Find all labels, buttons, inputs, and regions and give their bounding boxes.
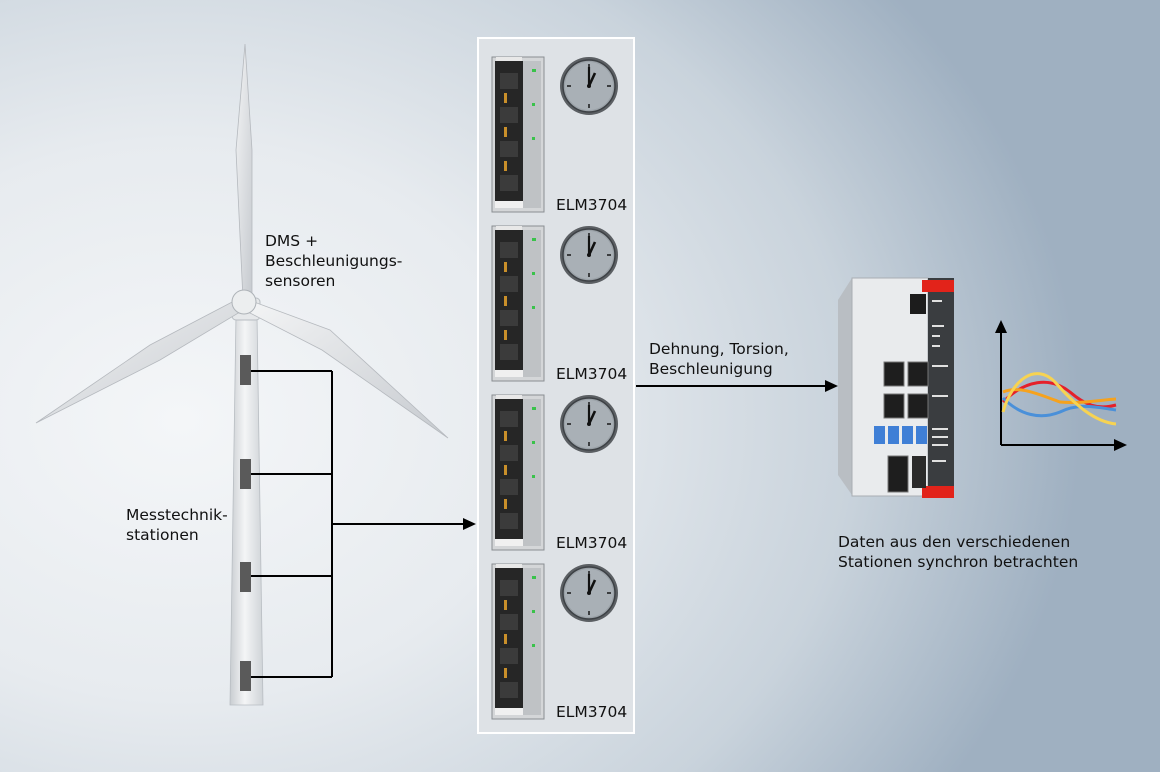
stations-label: Messtechnik- stationen bbox=[126, 506, 228, 544]
chart-axes bbox=[1000, 330, 1117, 446]
measurement-station-4 bbox=[240, 661, 251, 691]
measurement-station-1 bbox=[240, 355, 251, 385]
curve-yellow bbox=[1001, 372, 1117, 426]
module-label-1: ELM3704 bbox=[556, 196, 628, 214]
measurement-station-2 bbox=[240, 459, 251, 489]
y-axis-arrow bbox=[995, 320, 1007, 333]
arrow-to-ipc bbox=[825, 380, 838, 392]
signal-label: Dehnung, Torsion, Beschleunigung bbox=[649, 340, 789, 378]
module-label-2: ELM3704 bbox=[556, 365, 628, 383]
result-label: Daten aus den verschiedenen Stationen sy… bbox=[838, 533, 1079, 571]
station-wiring bbox=[251, 370, 466, 678]
turbine-hub bbox=[231, 289, 257, 315]
module-label-4: ELM3704 bbox=[556, 703, 628, 721]
module-label-3: ELM3704 bbox=[556, 534, 628, 552]
curve-blue bbox=[1001, 396, 1117, 418]
x-axis-arrow bbox=[1114, 439, 1127, 451]
curve-orange bbox=[1002, 388, 1117, 405]
measurement-station-3 bbox=[240, 562, 251, 592]
industrial-pc bbox=[838, 277, 954, 498]
arrow-to-modules bbox=[463, 518, 476, 530]
sensors-label: DMS + Beschleunigungs- sensoren bbox=[265, 232, 403, 290]
